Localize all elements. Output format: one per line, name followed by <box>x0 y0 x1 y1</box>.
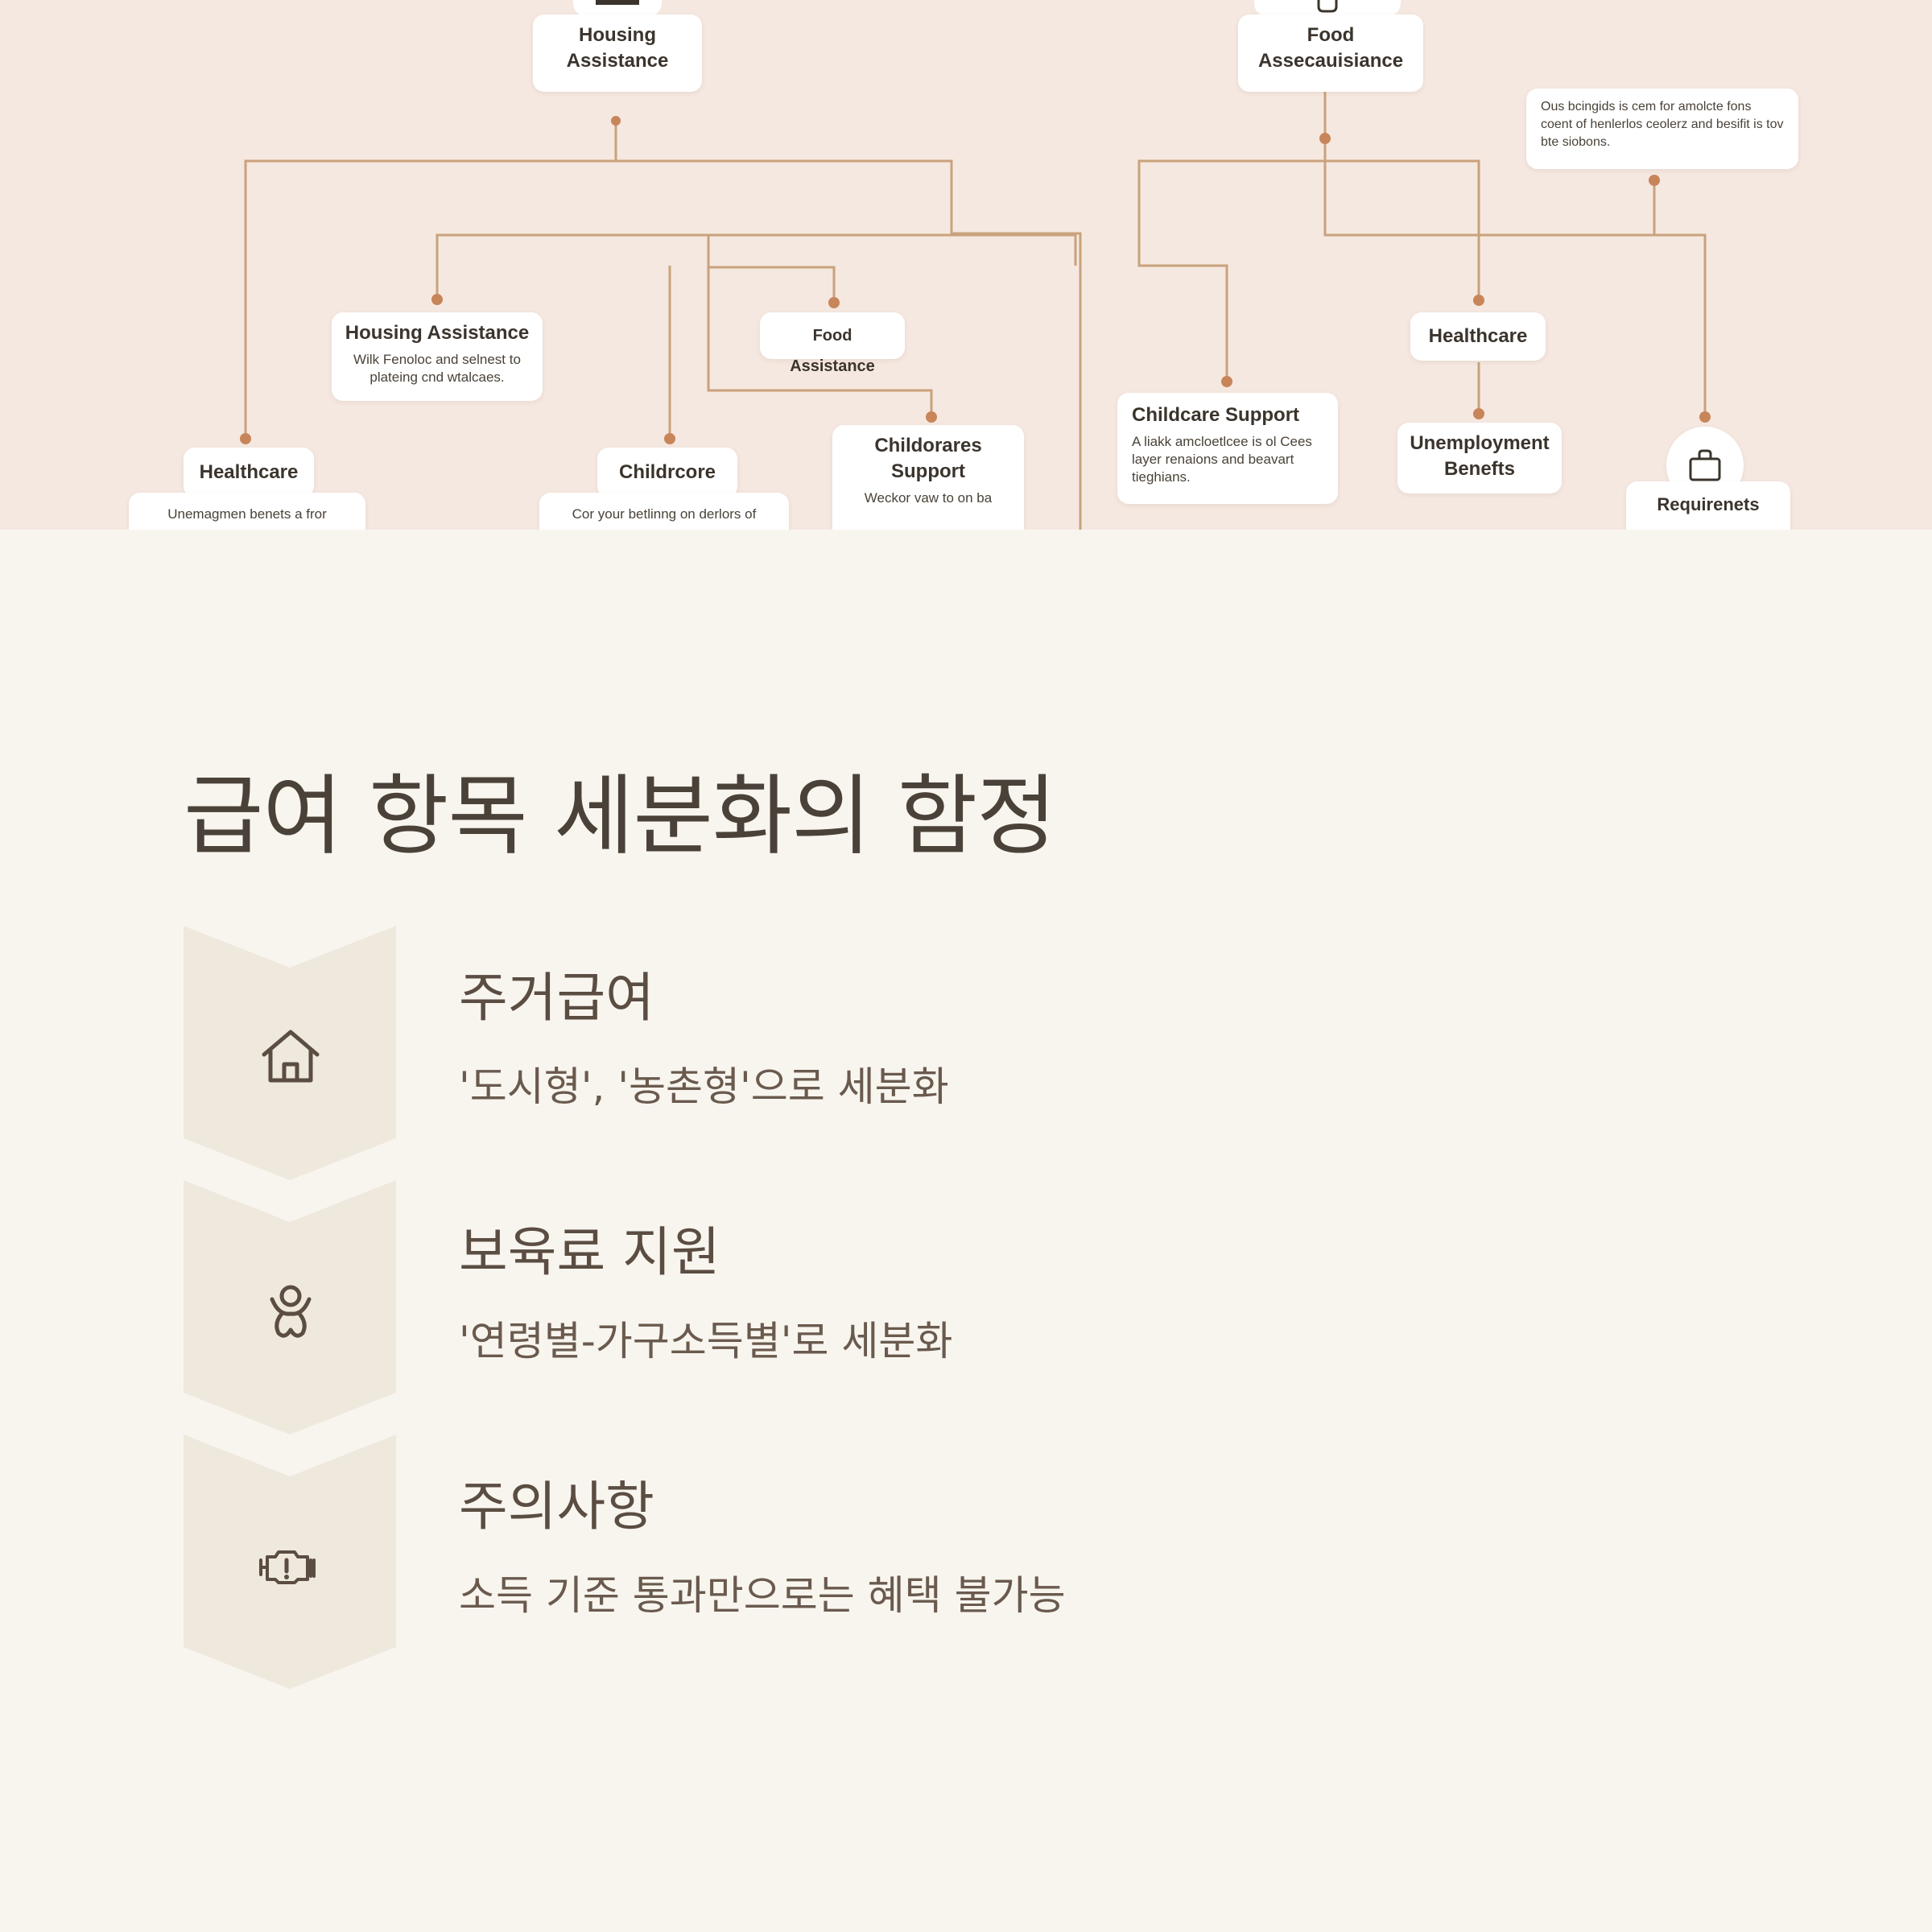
node-unemployment-benefits: Unemployment Benefts <box>1397 423 1562 493</box>
node-childrcore-desc: Cor your betlinng on derlors of <box>539 493 789 530</box>
item-title: 주거급여 <box>459 967 654 1029</box>
hero-flowchart-image: Housing Assistance Food Assecauisiance O… <box>0 0 1932 530</box>
node-title-line2: Benefts <box>1443 458 1516 480</box>
bag-icon <box>1689 449 1721 481</box>
node-title-line2: Assecauisiance <box>1257 50 1404 72</box>
flowchart-connectors <box>240 90 1711 530</box>
node-requirements: Requirenets <box>1626 481 1790 530</box>
node-food-assistance: Food Assistance <box>760 312 905 375</box>
node-food-assistance-top: Food Assecauisiance <box>1238 14 1423 92</box>
jar-icon <box>1317 0 1338 13</box>
item-desc: 소득 기준 통과만으로는 혜택 불가능 <box>459 1572 1066 1619</box>
node-desc: Unemagmen benets a fror <box>167 506 327 522</box>
node-healthcare-left: Healthcare <box>184 448 314 497</box>
node-healthcare-left-desc: Unemagmen benets a fror <box>129 493 365 530</box>
note-top-right: Ous bcingids is cem for amolcte fons coe… <box>1526 89 1798 169</box>
node-title-line1: Unemployment <box>1410 432 1550 454</box>
node-title-line1: Childorares <box>874 435 982 456</box>
node-housing-assistance: Housing Assistance Wilk Fenoloc and seln… <box>332 312 543 401</box>
item-title: 주의사항 <box>459 1476 654 1538</box>
top-right-icon-stub <box>1254 0 1401 16</box>
node-childcare-support-mid: Childorares Support Weckor vaw to on ba <box>832 425 1024 530</box>
benefit-item-housing: 주거급여 '도시형', '농촌형'으로 세분화 <box>184 926 1391 1180</box>
node-housing-assistance-top: Housing Assistance <box>533 14 702 92</box>
node-desc: Weckor vaw to on ba <box>864 490 993 506</box>
chevron-step-shape <box>184 1435 396 1689</box>
node-title: Healthcare <box>1428 325 1528 347</box>
item-desc: '도시형', '농촌형'으로 세분화 <box>459 1063 949 1110</box>
benefit-item-childcare: 보육료 지원 '연령별-가구소득별'로 세분화 <box>184 1180 1391 1435</box>
item-title: 보육료 지원 <box>459 1221 720 1283</box>
document-icon <box>596 0 639 5</box>
note-text: Ous bcingids is cem for amolcte fons coe… <box>1541 100 1784 149</box>
benefit-item-caution: 주의사항 소득 기준 통과만으로는 혜택 불가능 <box>184 1435 1391 1689</box>
chevron-step-shape <box>184 926 396 1180</box>
node-desc: Cor your betlinng on derlors of <box>572 506 757 522</box>
node-title: Healthcare <box>199 461 299 483</box>
item-desc: '연령별-가구소득별'로 세분화 <box>459 1318 953 1364</box>
node-title-line1: Housing <box>579 24 656 46</box>
node-desc: A liakk amcloetlcee is ol Cees layer ren… <box>1132 434 1312 485</box>
node-title: Housing Assistance <box>345 322 530 344</box>
node-title: Childrcore <box>618 461 716 483</box>
page-title: 급여 항목 세분화의 함정 <box>184 766 1057 867</box>
node-childrcore: Childrcore <box>597 448 737 497</box>
node-title-line2: Assistance <box>566 50 669 72</box>
house-icon <box>262 1030 320 1083</box>
node-healthcare-right: Healthcare <box>1410 312 1546 361</box>
node-title: Food Assistance <box>790 327 875 375</box>
baby-icon <box>270 1285 312 1338</box>
top-left-icon-stub <box>573 0 662 16</box>
chevron-step-shape <box>184 1180 396 1435</box>
node-title-line1: Food <box>1307 24 1355 46</box>
warning-engine-icon <box>259 1550 316 1584</box>
node-title: Childcare Support <box>1132 404 1300 426</box>
node-childcare-support-right: Childcare Support A liakk amcloetlcee is… <box>1117 393 1338 504</box>
node-title-line2: Support <box>891 460 965 482</box>
node-desc: Wilk Fenoloc and selnest to plateing cnd… <box>353 352 521 385</box>
node-title: Requirenets <box>1657 494 1760 514</box>
